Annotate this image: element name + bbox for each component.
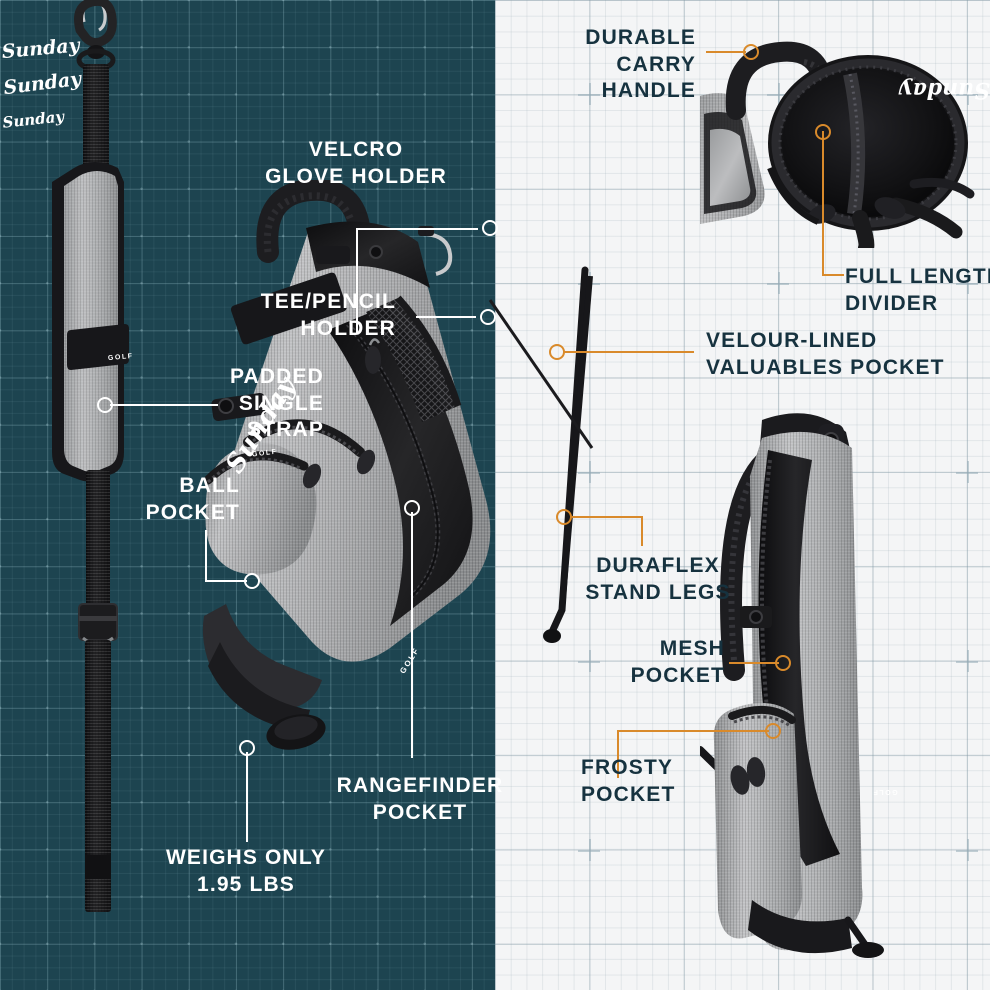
callout-weighs-only: WEIGHS ONLY 1.95 LBS: [165, 846, 327, 896]
callout-duraflex-stand-legs: DURAFLEX STAND LEGS: [585, 554, 731, 604]
callout-velour-lined-valuables-pocket: VELOUR-LINED VALUABLES POCKET: [706, 329, 945, 379]
callout-full-length-divider: FULL LENGTH DIVIDER: [845, 265, 990, 315]
shoulder-strap-image: [52, 0, 129, 912]
callout-tee-pencil-holder: TEE/PENCIL HOLDER: [260, 290, 396, 340]
callout-ball-pocket: BALL POCKET: [145, 474, 240, 524]
callout-frosty-pocket: FROSTY POCKET: [581, 756, 676, 806]
main-bag-image: [202, 180, 594, 750]
callout-durable-carry-handle: DURABLE CARRY HANDLE: [585, 26, 696, 103]
callout-velcro-glove-holder: VELCRO GLOVE HOLDER: [265, 138, 447, 188]
side-bag-logo-sub: GOLF: [872, 788, 898, 795]
callout-rangefinder-pocket: RANGEFINDER POCKET: [336, 774, 504, 824]
side-bag-logo-script: Sunday: [899, 77, 990, 103]
top-view-bag-image: [700, 41, 975, 248]
callout-padded-single-strap: PADDED SINGLE STRAP: [229, 365, 324, 442]
side-view-bag-image: [700, 413, 884, 958]
callout-mesh-pocket: MESH POCKET: [630, 637, 725, 687]
